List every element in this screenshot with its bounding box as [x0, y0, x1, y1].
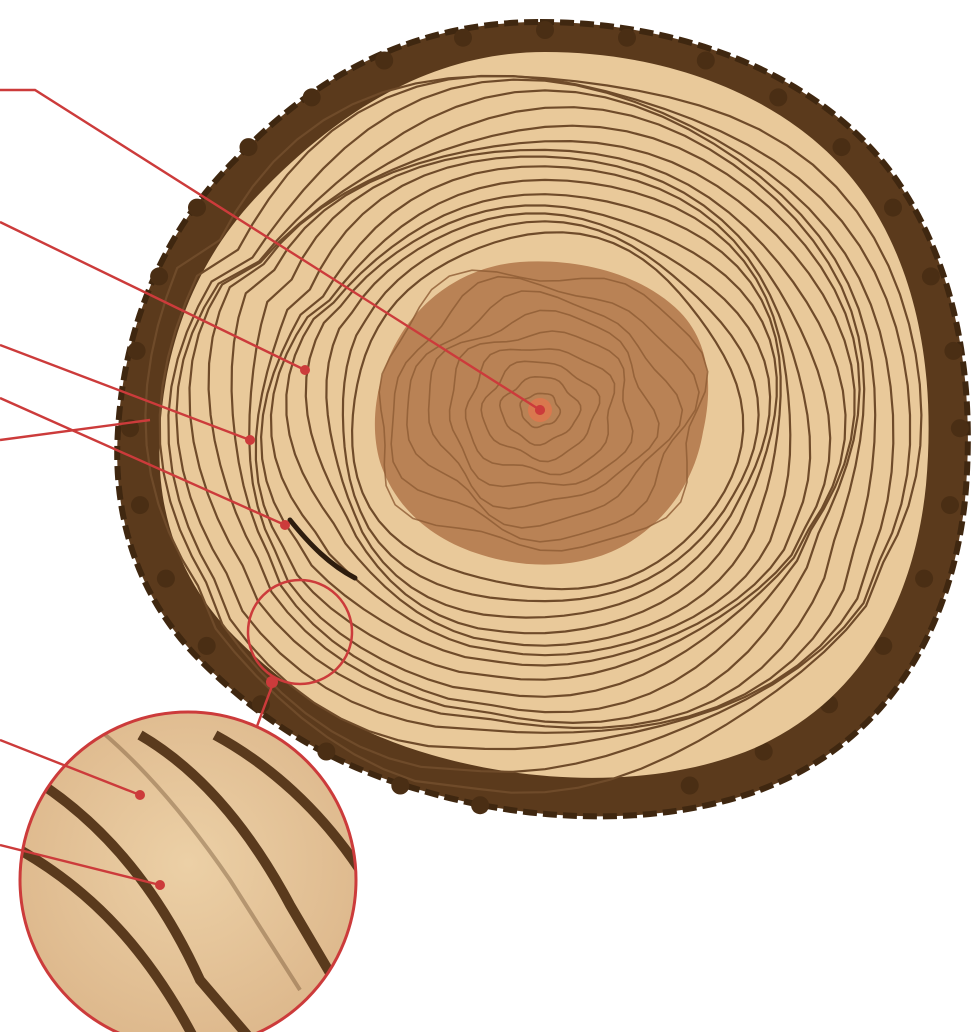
bark-bump	[944, 342, 962, 360]
bark-bump	[303, 88, 321, 106]
bark-bump	[188, 199, 206, 217]
bark-bump	[317, 743, 335, 761]
bark-bump	[951, 419, 969, 437]
bark-bump	[922, 267, 940, 285]
pointer-earlywood-dot	[135, 790, 145, 800]
bark-bump	[681, 777, 699, 795]
bark-bump	[697, 52, 715, 70]
bark-bump	[536, 21, 554, 39]
pointer-pith-dot	[535, 405, 545, 415]
bark-bump	[618, 29, 636, 47]
bark-bump	[884, 199, 902, 217]
magnifier	[0, 700, 360, 1032]
bark-bump	[240, 138, 258, 156]
pointer-inner-bark-dot	[280, 520, 290, 530]
bark-bump	[454, 29, 472, 47]
bark-bump	[769, 88, 787, 106]
bark-bump	[833, 138, 851, 156]
bark-bump	[198, 637, 216, 655]
bark-bump	[131, 496, 149, 514]
pointer-cambium-dot	[245, 435, 255, 445]
pointer-latewood-dot	[155, 880, 165, 890]
bark-bump	[150, 267, 168, 285]
bark-bump	[128, 342, 146, 360]
pointer-sapwood-dot	[300, 365, 310, 375]
bark-bump	[375, 52, 393, 70]
bark-bump	[915, 570, 933, 588]
bark-bump	[941, 496, 959, 514]
bark-bump	[157, 570, 175, 588]
bark-bump	[391, 777, 409, 795]
bark-bump	[471, 796, 489, 814]
